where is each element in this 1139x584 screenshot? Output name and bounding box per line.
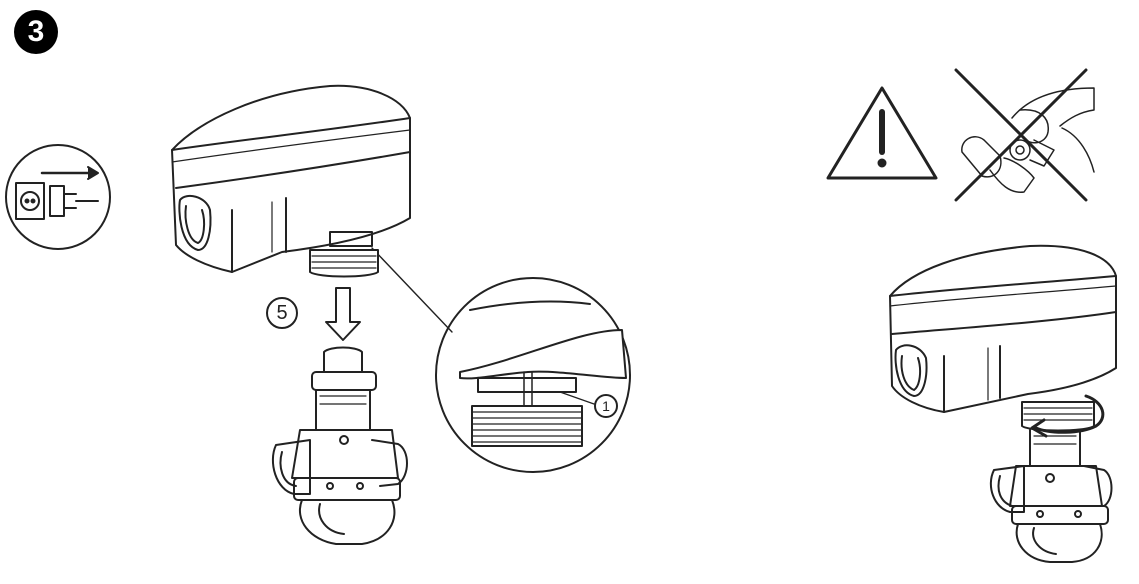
unplug-power-icon	[5, 144, 111, 250]
step-number-badge: 3	[14, 10, 58, 54]
prohibited-hand-tool-icon	[954, 68, 1095, 202]
warning-triangle-icon	[826, 86, 938, 180]
valve-left	[271, 346, 408, 545]
rotate-arrow-icon	[1034, 394, 1105, 434]
rotate-arrow-head	[1030, 418, 1048, 438]
detail-leader-line	[371, 247, 453, 333]
down-arrow-icon	[325, 287, 361, 341]
detail-view	[435, 277, 631, 473]
detail-marker: 1	[594, 394, 618, 418]
actuator-right	[889, 244, 1117, 413]
sequence-marker: 5	[266, 297, 298, 329]
valve-right	[989, 429, 1113, 563]
actuator-left	[171, 84, 411, 278]
